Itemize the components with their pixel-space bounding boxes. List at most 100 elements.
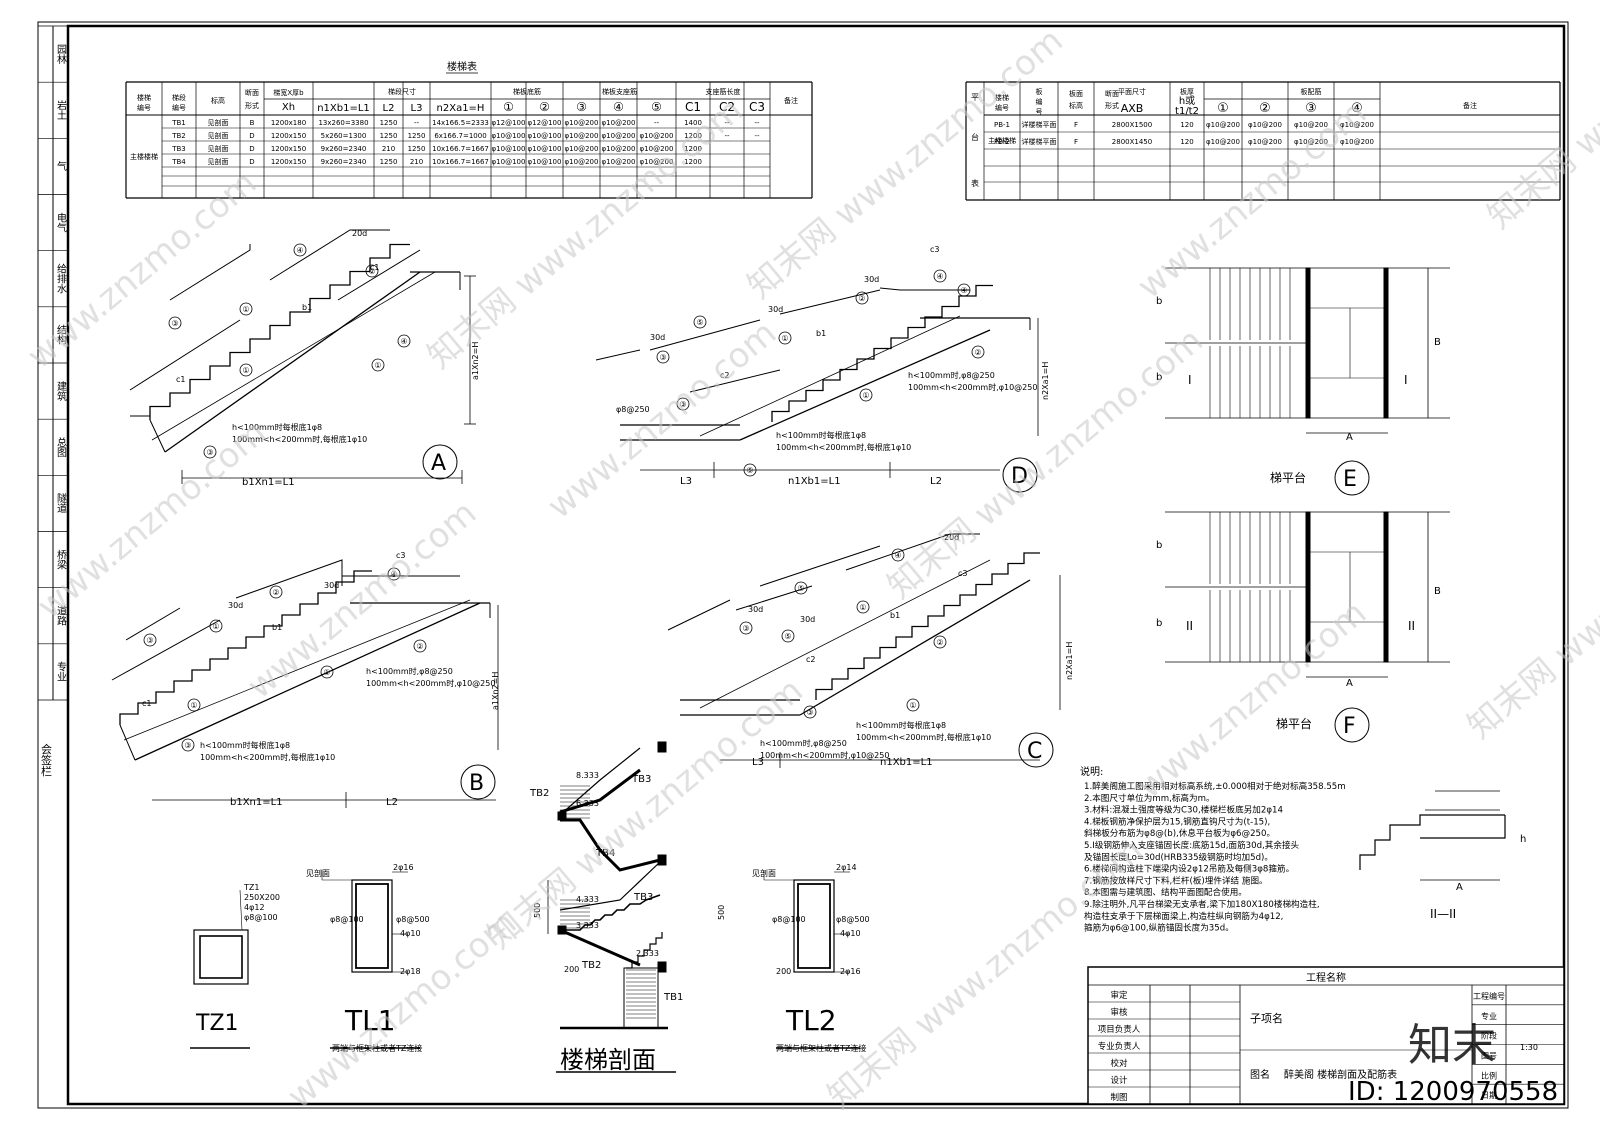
plat-cell-0-8: φ10@200 [1340, 121, 1374, 129]
sh-9: 备注 [784, 96, 798, 105]
sec-lbl-4: TB2 [581, 960, 601, 971]
stair-cell-0-3: 1200x180 [271, 119, 306, 127]
tl1-left: φ8@100 [330, 915, 364, 924]
F-b1: b [1156, 540, 1162, 551]
watermark-text-13: 知末网 www.znzmo.com [1480, 0, 1600, 237]
stair-cell-0-11: φ10@200 [602, 119, 636, 127]
A-c1b: c1 [176, 375, 186, 384]
note-line-4: 斜梯板分布筋为φ8@(b),休息平台板为φ6@250。 [1084, 827, 1275, 839]
tl2-connect: 两端与框架柱或者TZ连接 [776, 1043, 866, 1053]
tz1-spec-0: TZ1 [243, 883, 259, 892]
psub-3: ④ [1351, 101, 1363, 116]
tz1-spec-3: φ8@100 [244, 913, 278, 922]
note-line-9: 8.本图需与建筑图、结构平面图配合使用。 [1084, 886, 1247, 898]
stair-cell-1-0: TB2 [171, 132, 186, 140]
psub-1: ② [1259, 101, 1271, 116]
note-A-2: 100mm<h<200mm时,每根底1φ10 [232, 434, 367, 444]
tl1-title: TL1 [344, 1004, 396, 1037]
C-30d: 30d [800, 615, 815, 624]
D-phi8: φ8@250 [616, 405, 650, 414]
stair-cell-0-1: 见剖面 [208, 118, 229, 127]
tl2-stir: φ8@500 [836, 915, 870, 924]
stair-cell-2-10: φ10@200 [565, 145, 599, 153]
sec-lbl-2: TB4 [595, 848, 615, 859]
D-30d2: 30d [768, 305, 783, 314]
stair-cell-2-12: φ10@200 [640, 145, 674, 153]
watermark-logo: 知末 [1408, 1020, 1496, 1071]
stair-table: 楼梯表楼梯编号梯段编号标高断面形式梯宽X厚bXh梯段尺寸梯板底筋梯板支座筋支座筋… [125, 60, 813, 199]
side-cell-8: 隧道 [55, 492, 67, 513]
stair-cell-3-2: D [249, 158, 254, 166]
side-cell-3: 电气 [55, 211, 67, 232]
dim-C-H: n2Xa1=H [1065, 642, 1074, 680]
E-dimB: B [1434, 337, 1441, 348]
note-B-1: h<100mm时每根底1φ8 [200, 740, 290, 750]
F-dimA: A [1346, 678, 1353, 689]
tb-project: 工程名称 [1306, 971, 1346, 984]
tl1-connect: 两端与框架柱或者TZ连接 [332, 1043, 422, 1053]
dim-D-L3: L3 [680, 476, 692, 487]
ph-6: 板配筋 [1301, 87, 1322, 96]
plat-cell-1-0: PB-2 [994, 138, 1010, 146]
plat-group: 主楼楼梯 [988, 136, 1016, 145]
stair-cell-1-3: 1200x150 [271, 132, 306, 140]
inner-frame [66, 24, 1566, 1106]
tl1-see: 见剖面 [306, 868, 330, 878]
ss-1: L2 [383, 103, 395, 114]
tl1-top: 2φ16 [393, 863, 414, 872]
stair-cell-3-5: 1250 [380, 158, 398, 166]
svg-text:②: ② [272, 588, 279, 597]
E-dimA: A [1346, 432, 1353, 443]
ph-0b: 编号 [995, 103, 1009, 112]
note-line-11: 构造柱支承于下层梯面梁上,构造柱纵向钢筋为4φ12, [1084, 910, 1283, 922]
dim-C-L3: L3 [752, 757, 764, 768]
plat-cell-0-0: PB-1 [994, 121, 1010, 129]
D-c3: c3 [930, 245, 940, 254]
stair-cell-0-2: B [250, 119, 255, 127]
stair-cell-0-12: -- [654, 119, 660, 127]
sec-elev-3: 3.333 [576, 921, 599, 930]
tb-role-5: 设计 [1110, 1075, 1128, 1086]
svg-text:②: ② [974, 348, 981, 357]
ss-8: ⑤ [651, 100, 662, 114]
detail-labels: A b1Xn1=L1 a1Xn2=H h<100mm时每根底1φ8 100mm<… [142, 229, 1526, 921]
stair-cell-3-4: 9x260=2340 [321, 158, 367, 166]
svg-text:③: ③ [206, 448, 213, 457]
side-cell-5: 结构 [55, 324, 67, 346]
tb-right-5: 日期 [1481, 1091, 1497, 1100]
tb-right-3: 图号 [1481, 1052, 1497, 1061]
svg-text:③: ③ [679, 400, 686, 409]
section-title: 楼梯剖面 [560, 1046, 656, 1074]
note-line-2: 3.材料:混凝土强度等级为C30,楼梯栏板底另加2φ14 [1084, 804, 1283, 816]
ph-1c: 号 [1036, 108, 1043, 116]
ss-9: C1 [685, 100, 701, 114]
stair-cell-1-5: 1250 [380, 132, 398, 140]
tb-role-1: 审核 [1110, 1007, 1128, 1018]
tb-right-0: 工程编号 [1473, 991, 1505, 1001]
tb-role-0: 审定 [1110, 990, 1128, 1001]
stair-cell-1-9: φ10@100 [528, 132, 562, 140]
stair-cell-0-13: 1400 [684, 119, 702, 127]
svg-text:①: ① [242, 305, 249, 314]
stair-cell-2-9: φ10@100 [528, 145, 562, 153]
dim-B-H: a1Xn2=H [491, 672, 500, 710]
stair-cell-2-2: D [249, 145, 254, 153]
stair-cell-3-0: TB4 [171, 158, 186, 166]
side-cell-0: 园林 [55, 44, 67, 65]
ph-1: 板 [1036, 87, 1043, 96]
psub-0: ① [1217, 101, 1229, 116]
ss-0: n1Xb1=L1 [317, 103, 370, 114]
stair-cell-0-0: TB1 [171, 119, 186, 127]
svg-text:⑤: ⑤ [797, 584, 804, 593]
tl2-left: φ8@100 [772, 915, 806, 924]
note-B-3: h<100mm时,φ8@250 [366, 666, 453, 676]
sec-elev-4: 2.333 [636, 949, 659, 958]
sec-500: 500 [533, 903, 542, 918]
notes-title: 说明: [1080, 765, 1103, 778]
stair-cell-0-10: φ10@200 [565, 119, 599, 127]
sh-3: 断面 [245, 88, 259, 97]
sh-4b: Xh [282, 102, 295, 113]
sh-1: 梯段 [172, 93, 186, 102]
